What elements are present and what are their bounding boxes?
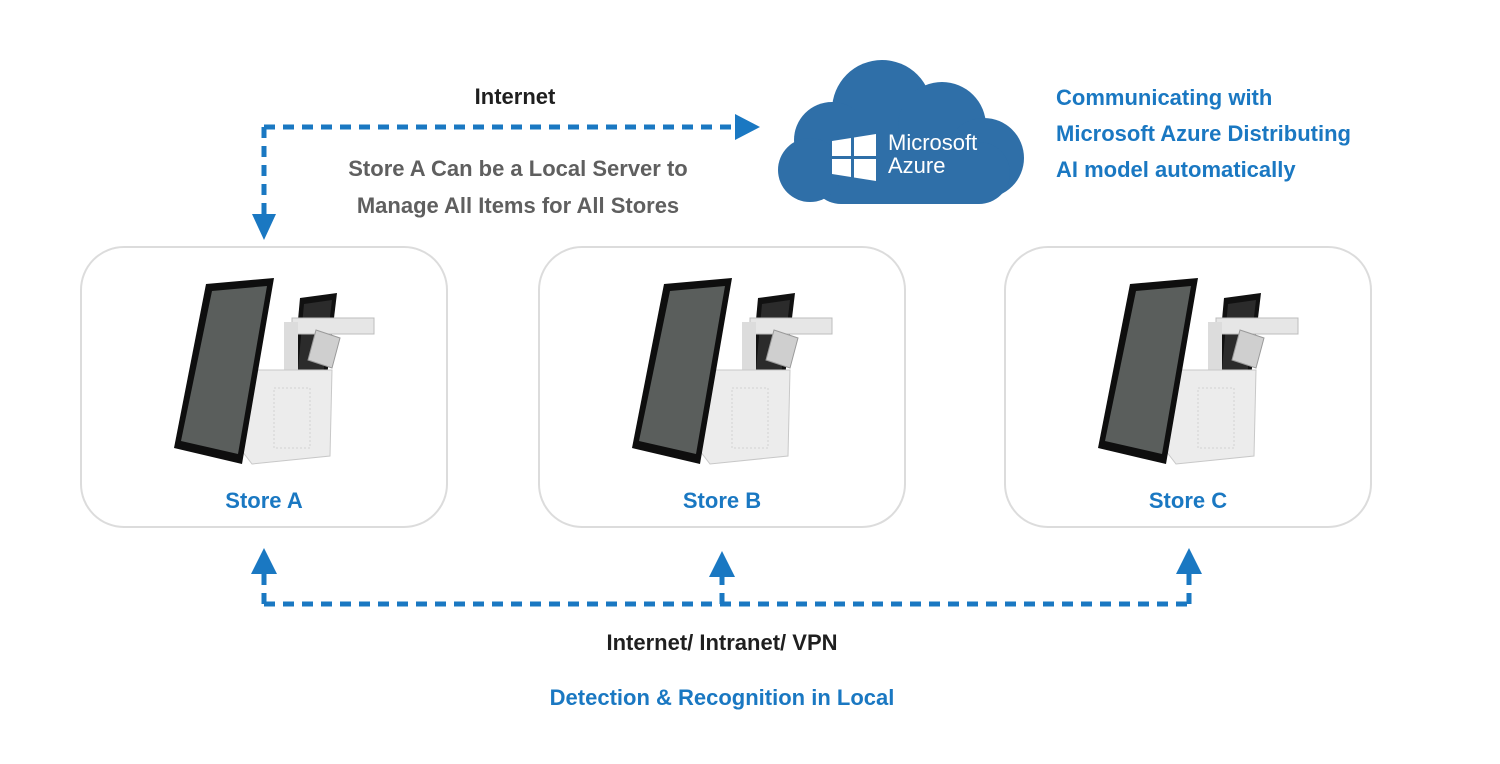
azure-note-line-1: Communicating with <box>1056 85 1273 110</box>
arrow-up-to-store-a-icon <box>251 548 277 574</box>
azure-note-line-2: Microsoft Azure Distributing <box>1056 121 1351 146</box>
azure-note: Communicating with Microsoft Azure Distr… <box>1056 80 1351 188</box>
local-server-note: Store A Can be a Local Server to Manage … <box>0 150 1036 224</box>
local-server-line-1: Store A Can be a Local Server to <box>348 156 688 181</box>
local-server-line-2: Manage All Items for All Stores <box>356 193 680 218</box>
store-label-a: Store A <box>225 488 303 513</box>
store-label-b: Store B <box>682 488 762 513</box>
pos-terminal-icon <box>1098 278 1299 465</box>
arrow-up-to-store-c-icon <box>1176 548 1202 574</box>
arrow-up-to-store-b-icon <box>709 551 735 577</box>
cloud-icon <box>778 60 1024 204</box>
store-card-c: Store C <box>1004 246 1372 528</box>
store-card-a: Store A <box>80 246 448 528</box>
detection-label: Detection & Recognition in Local <box>549 685 895 710</box>
internet-label: Internet <box>474 84 556 109</box>
internet-dashed-connector <box>261 124 737 215</box>
pos-terminal-icon <box>632 278 833 465</box>
store-card-b: Store B <box>538 246 906 528</box>
store-label-c: Store C <box>1148 488 1228 513</box>
windows-logo-icon <box>832 134 876 181</box>
pos-terminal-icon <box>174 278 375 465</box>
azure-note-line-3: AI model automatically <box>1056 157 1296 182</box>
azure-wordmark: Azure <box>888 153 946 178</box>
network-label: Internet/ Intranet/ VPN <box>606 630 838 655</box>
microsoft-wordmark: Microsoft <box>888 130 978 155</box>
arrow-right-to-azure-icon <box>735 114 760 140</box>
arrow-down-to-store-a-icon <box>252 214 276 240</box>
azure-cloud: Microsoft Azure <box>770 52 1030 212</box>
network-dashed-connector <box>261 573 1192 607</box>
